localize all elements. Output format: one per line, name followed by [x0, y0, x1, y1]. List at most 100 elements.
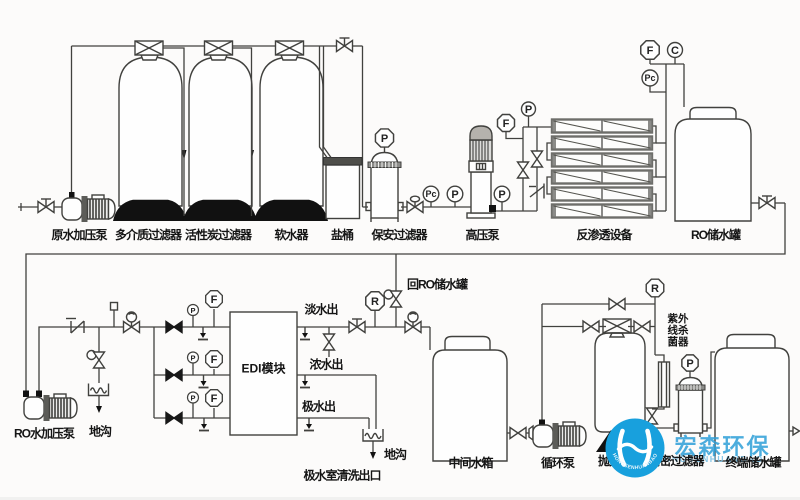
ro-membrane-rack — [550, 118, 654, 219]
edi-feed-valve-1 — [165, 320, 183, 334]
gauge-edi3-f: F — [206, 390, 223, 407]
gauge-label: R — [371, 296, 379, 308]
gauge-label: P — [451, 189, 458, 201]
gauge-ro-feed-f: F — [497, 114, 514, 131]
gauge-label: C — [671, 45, 679, 57]
gauge-label: R — [651, 283, 659, 295]
ro-feed-valve-1 — [516, 161, 530, 179]
gauge-label: P — [190, 393, 195, 402]
membrane-housing-row — [550, 169, 654, 185]
gauge-label: P — [525, 104, 532, 116]
label-drain-left: 地沟 — [89, 424, 112, 439]
polish-bypass-valve — [608, 297, 626, 311]
mid-tank-outlet-valve — [509, 426, 527, 440]
gauge-edi3-p: P — [186, 391, 200, 404]
gauge-label: F — [503, 118, 510, 130]
label-softener: 软水器 — [274, 227, 309, 242]
precision-filter — [673, 376, 708, 437]
salt-bucket — [323, 157, 363, 220]
membrane-housing-row — [550, 203, 654, 219]
carbon-filter-tank — [183, 56, 257, 221]
terminal-outlet-arrow — [792, 425, 800, 437]
piping-overlay — [163, 46, 634, 328]
gauge-label: P — [381, 133, 388, 145]
carbon-valve-box — [203, 40, 234, 61]
gauge-edi2-p: P — [186, 351, 200, 364]
gauge-label: P — [190, 353, 195, 362]
label-ro-pump: RO水加压泵 — [14, 426, 75, 441]
gauge-edi1-f: F — [206, 291, 223, 308]
label-multimedia-filter: 多介质过滤器 — [115, 227, 183, 242]
gauge-fresh-r: R — [366, 292, 384, 310]
label-carbon-filter: 活性炭过滤器 — [185, 227, 253, 242]
softener-valve-box — [274, 40, 305, 61]
watermark: 宏森环保 HONGSENHUANBAO — [605, 418, 769, 478]
gauge-polish-r: R — [646, 279, 664, 297]
label-conc-out: 浓水出 — [309, 357, 342, 372]
gauge-edi1-p: P — [186, 303, 200, 317]
intermediate-tank — [432, 335, 508, 462]
polish-outlet-valve — [633, 320, 651, 333]
drain-funnel-mid — [362, 428, 384, 442]
edi-drain-2 — [197, 374, 210, 389]
label-salt-bucket: 盐桶 — [331, 227, 354, 242]
label-hp-pump: 高压泵 — [465, 227, 499, 242]
label-drain-mid: 地沟 — [384, 447, 407, 462]
edi-drain-3 — [198, 417, 210, 432]
terminal-tank — [714, 333, 790, 462]
edi-feed-valve-2 — [165, 368, 183, 382]
prefilter-outlet-valve — [406, 195, 424, 214]
fresh-out-valve — [348, 318, 366, 334]
softener-tank — [254, 56, 328, 221]
gauge-ro-top-c: C — [666, 41, 684, 59]
gauge-ro-top-f: F — [641, 41, 659, 59]
edi-drain-1 — [197, 326, 209, 341]
label-ro-tank: RO储水罐 — [691, 227, 741, 242]
fresh-out-drain — [299, 326, 311, 341]
mid-tank-inlet-valve — [404, 311, 422, 334]
label-edi-module: EDI模块 — [241, 361, 286, 376]
return-ro-valve — [383, 289, 403, 308]
ro-feed-check-valve — [529, 183, 545, 199]
raw-water-pump — [61, 192, 116, 223]
edi-feed-check-valve — [66, 317, 85, 334]
security-filter — [365, 147, 404, 222]
ro-tank-outlet-valve — [758, 195, 776, 210]
label-return-ro: 回RO储水罐 — [407, 277, 468, 292]
label-raw-pump: 原水加压泵 — [51, 227, 107, 242]
gauge-edi2-f: F — [206, 351, 223, 368]
label-circ-pump: 循环泵 — [541, 455, 575, 470]
label-electrode-out: 极水出 — [302, 399, 335, 414]
gauge-label: Pc — [425, 189, 436, 199]
gauge-label: P — [190, 306, 195, 315]
label-uv-row2: 线杀 — [668, 324, 689, 337]
drain-funnel-left — [87, 382, 110, 397]
membrane-housing-row — [550, 135, 654, 151]
membrane-housing-row — [550, 152, 654, 168]
gauge-security-filter: P — [375, 129, 393, 147]
label-uv-row3: 菌器 — [668, 335, 689, 348]
header-valve — [335, 37, 354, 53]
gauges: P Pc P P F P F C — [186, 41, 699, 407]
gauge-label: F — [211, 354, 218, 366]
ro-feed-valve-2 — [530, 150, 544, 168]
conc-out-drain — [299, 374, 311, 389]
gauge-ro-top-pc: Pc — [641, 69, 659, 87]
label-fresh-out: 淡水出 — [304, 302, 337, 317]
sampling-port — [109, 301, 119, 311]
circulation-pump — [528, 419, 587, 450]
bottom-edge-strip — [0, 497, 800, 500]
edi-feed-motor-valve — [122, 311, 141, 334]
electrode-out-drain — [303, 417, 315, 432]
label-uv-row1: 紫外 — [668, 312, 689, 325]
label-terminal-tank: 终端储水罐 — [725, 455, 781, 470]
gauge-label: P — [686, 358, 693, 370]
gauge-ro-feed-p: P — [520, 101, 537, 117]
raw-inlet-valve — [37, 198, 55, 214]
membrane-housing-row — [550, 118, 654, 134]
label-ro-unit: 反渗透设备 — [576, 227, 633, 242]
label-edi-clean-outlet: 极水室清洗出口 — [303, 468, 380, 483]
membrane-housing-row — [550, 186, 654, 202]
polish-bed-valve-box — [602, 318, 632, 334]
